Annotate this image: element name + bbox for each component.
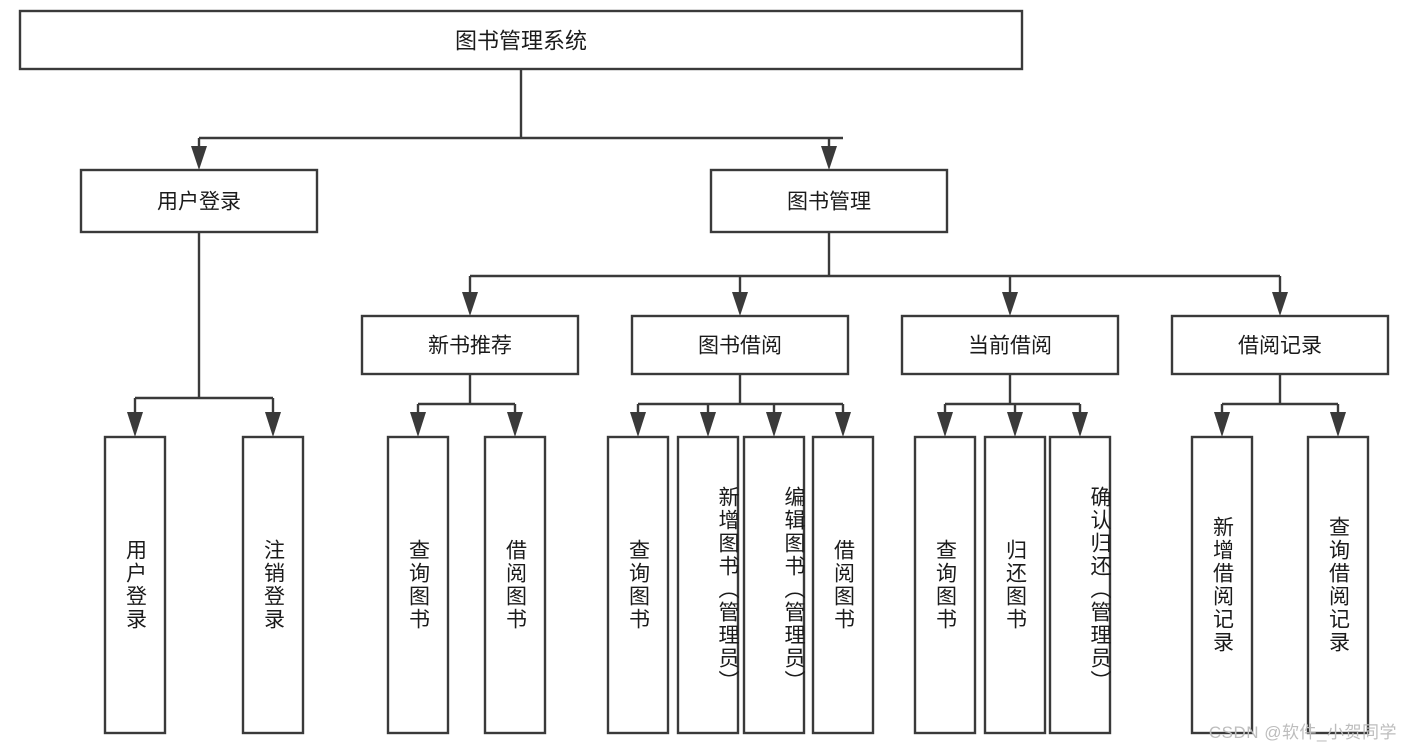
connector-group-borrow-record — [1214, 374, 1346, 437]
arrow-head-leaf-borrow-book-rec — [507, 412, 523, 437]
node-book-manage-box[interactable] — [709, 168, 949, 234]
node-current-borrow-box[interactable] — [900, 314, 1120, 376]
arrow-head-current-borrow — [1002, 292, 1018, 316]
arrow-head-leaf-confirm-return — [1072, 412, 1088, 437]
arrow-head-leaf-query-book-borrow — [630, 412, 646, 437]
leaf-box-query-book-rec[interactable] — [386, 435, 450, 735]
node-new-book-rec-label: 新书推荐 — [428, 335, 512, 358]
node-user-login-box[interactable] — [79, 168, 319, 234]
node-book-borrow[interactable]: 图书借阅 — [630, 314, 850, 376]
node-book-borrow-box[interactable] — [630, 314, 850, 376]
leaf-box-query-record[interactable] — [1306, 435, 1370, 735]
connector-group-current-borrow — [937, 374, 1088, 437]
leaf-box-return-book[interactable] — [983, 435, 1047, 735]
node-book-borrow-label: 图书借阅 — [698, 335, 782, 358]
arrow-head-leaf-user-login — [127, 412, 143, 437]
arrow-head-leaf-edit-book — [766, 412, 782, 437]
leaf-box-user-logout[interactable] — [241, 435, 305, 735]
node-current-borrow[interactable]: 当前借阅 — [900, 314, 1120, 376]
arrow-head-leaf-user-logout — [265, 412, 281, 437]
leaf-box-user-login[interactable] — [103, 435, 167, 735]
arrow-head-leaf-add-record — [1214, 412, 1230, 437]
arrow-head-leaf-return-book — [1007, 412, 1023, 437]
arrow-head-leaf-query-book-cur — [937, 412, 953, 437]
node-root[interactable]: 图书管理系统 — [18, 9, 1024, 71]
connector-group-new-book-rec — [410, 374, 523, 437]
node-book-manage-label: 图书管理 — [787, 191, 871, 214]
node-new-book-rec[interactable]: 新书推荐 — [360, 314, 580, 376]
arrow-head-leaf-query-record — [1330, 412, 1346, 437]
node-user-login[interactable]: 用户登录 — [79, 168, 319, 234]
arrow-head-leaf-borrow-book — [835, 412, 851, 437]
leaf-box-add-book[interactable] — [676, 435, 740, 735]
node-root-label: 图书管理系统 — [455, 29, 587, 54]
connector-group-book-borrow — [630, 374, 851, 437]
node-borrow-record[interactable]: 借阅记录 — [1170, 314, 1390, 376]
node-book-manage[interactable]: 图书管理 — [709, 168, 949, 234]
csdn-watermark: CSDN @软件_小贺同学 — [1208, 723, 1397, 742]
arrow-head-leaf-add-book — [700, 412, 716, 437]
leaf-box-query-book-cur[interactable] — [913, 435, 977, 735]
connector-group-user-login — [127, 232, 281, 437]
leaf-box-borrow-book-rec[interactable] — [483, 435, 547, 735]
leaf-box-confirm-return[interactable] — [1048, 435, 1112, 735]
arrow-head-book-borrow — [732, 292, 748, 316]
node-root-box[interactable] — [18, 9, 1024, 71]
arrow-head-new-book-rec — [462, 292, 478, 316]
leaf-boxes — [103, 435, 1370, 735]
arrow-head-leaf-query-book-rec — [410, 412, 426, 437]
node-new-book-rec-box[interactable] — [360, 314, 580, 376]
node-current-borrow-label: 当前借阅 — [968, 335, 1052, 358]
node-borrow-record-box[interactable] — [1170, 314, 1390, 376]
leaf-box-borrow-book[interactable] — [811, 435, 875, 735]
leaf-box-query-book-borrow[interactable] — [606, 435, 670, 735]
connector-group-root — [191, 69, 843, 170]
leaf-box-add-record[interactable] — [1190, 435, 1254, 735]
node-user-login-label: 用户登录 — [157, 191, 241, 214]
connector-group-book-manage — [462, 232, 1288, 316]
node-borrow-record-label: 借阅记录 — [1238, 335, 1322, 358]
arrow-head-borrow-record — [1272, 292, 1288, 316]
arrow-head-book-manage — [821, 146, 837, 170]
leaf-box-edit-book[interactable] — [742, 435, 806, 735]
arrow-head-user-login — [191, 146, 207, 170]
